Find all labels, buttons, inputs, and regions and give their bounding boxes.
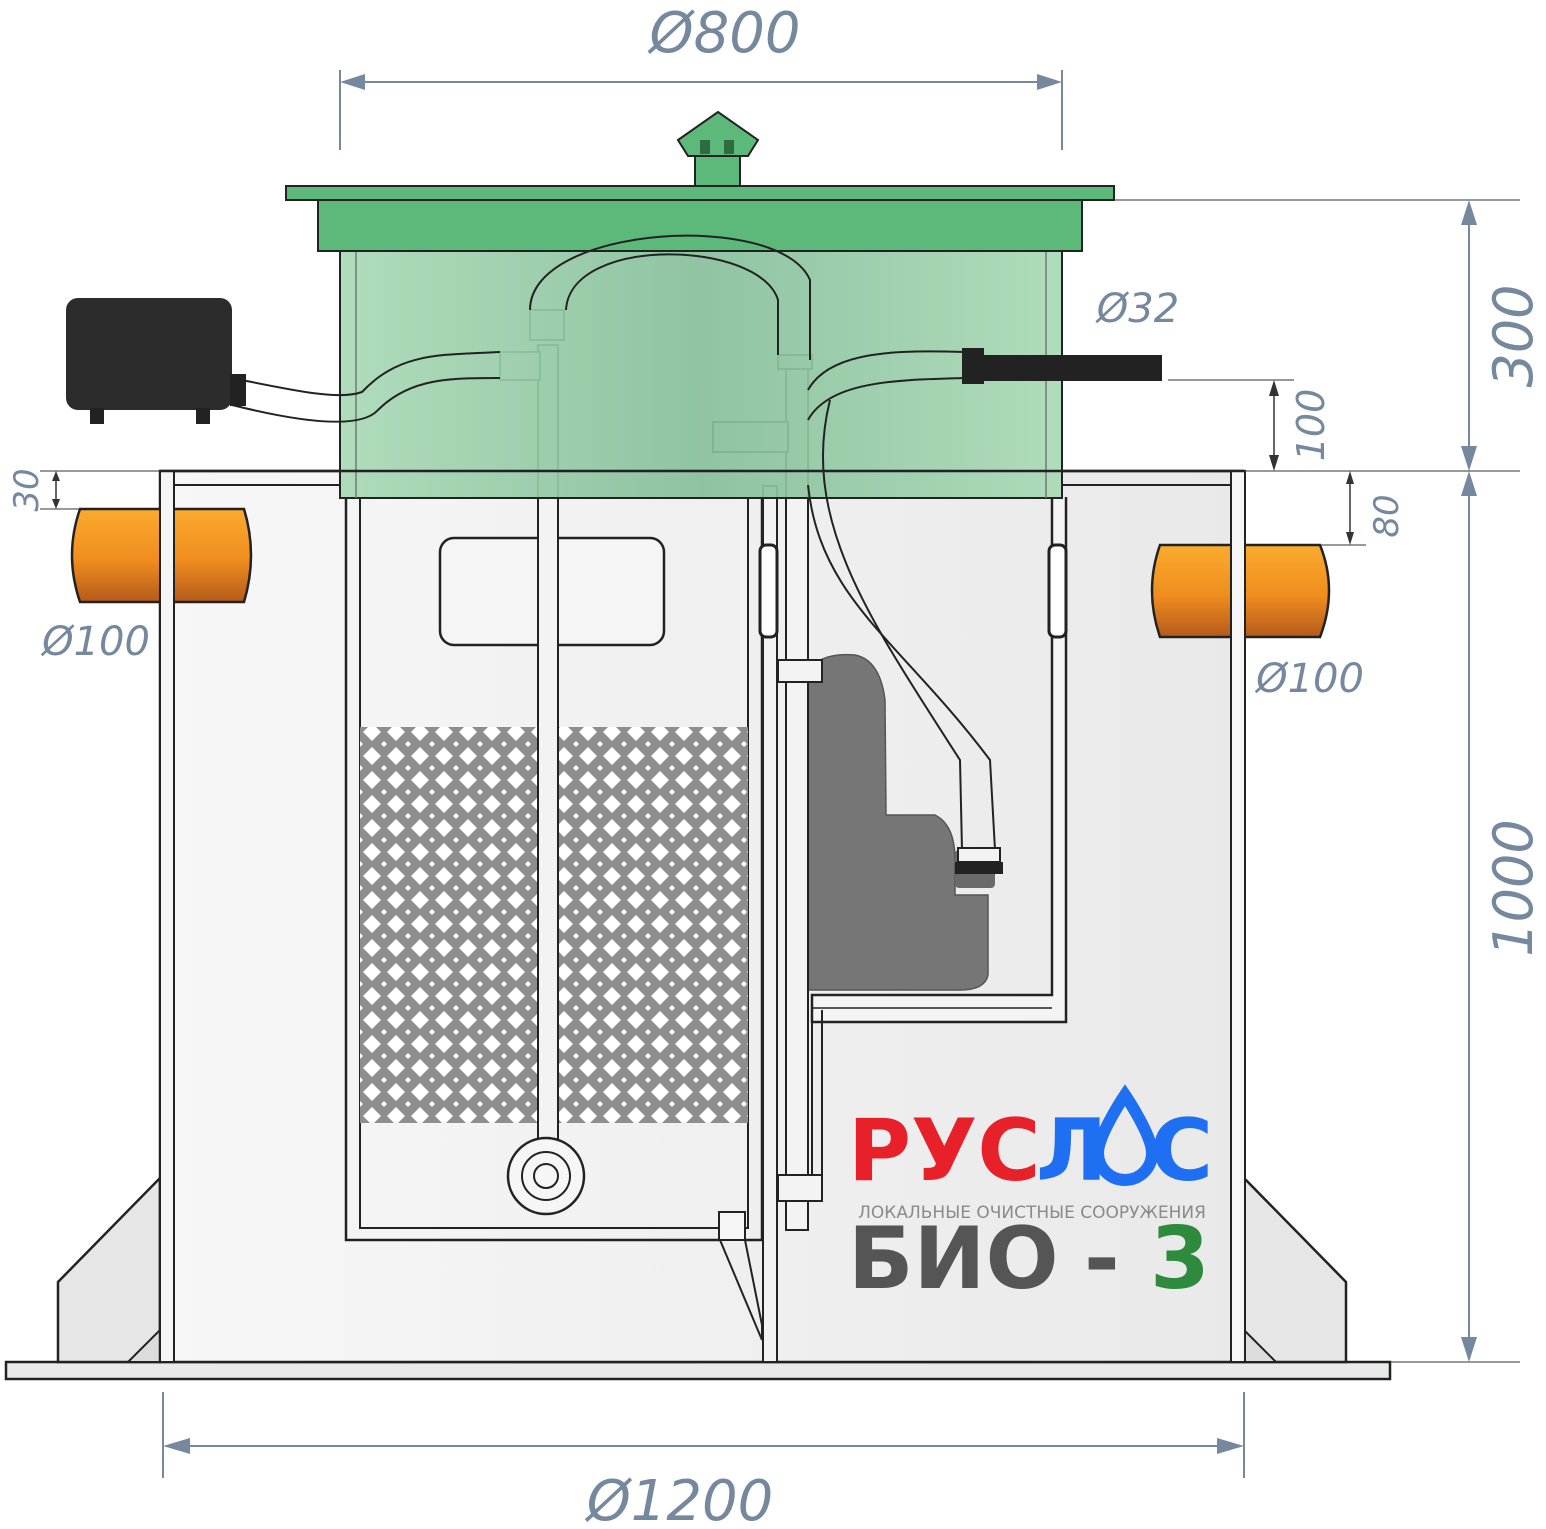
dim-top-diameter: Ø800 bbox=[648, 1, 801, 66]
dim-outlet-pipe-diameter: Ø100 bbox=[1254, 656, 1364, 702]
model-name-part1: БИО bbox=[848, 1209, 1059, 1309]
discharge-hose bbox=[807, 350, 966, 391]
right-stiffener bbox=[1242, 1174, 1348, 1364]
brand-name-part3: С bbox=[1150, 1101, 1213, 1201]
lid bbox=[317, 199, 1083, 252]
dim-discharge-hose-diameter: Ø32 bbox=[1095, 286, 1179, 332]
partition-handle-right bbox=[1047, 543, 1068, 639]
left-stiffener bbox=[56, 1174, 162, 1364]
dim-inlet-pipe-diameter: Ø100 bbox=[40, 619, 150, 665]
water-drop-icon bbox=[1091, 1084, 1159, 1186]
airlift-loop-hose bbox=[529, 234, 811, 360]
discharge-nozzle bbox=[962, 348, 984, 384]
dim-bottom-diameter: Ø1200 bbox=[585, 1469, 774, 1529]
dim-outlet-pipe-offset: 80 bbox=[1367, 494, 1407, 537]
partition-handle-left bbox=[758, 543, 779, 639]
compressor-icon bbox=[66, 298, 246, 424]
air-hose bbox=[231, 351, 501, 397]
model-name-part2: - bbox=[1084, 1209, 1120, 1309]
dim-neck-height: 300 bbox=[1482, 284, 1545, 387]
dim-inlet-offset: 30 bbox=[7, 468, 47, 511]
pump-hose bbox=[822, 399, 963, 851]
aerator-disc bbox=[506, 1136, 586, 1216]
base-plate bbox=[4, 1360, 1392, 1381]
model-name-part3: 3 bbox=[1150, 1209, 1210, 1309]
brand-logo: РУС Л С ЛОКАЛЬНЫЕ ОЧИСТНЫЕ СООРУЖЕНИЯ БИ… bbox=[848, 1084, 1213, 1309]
brand-name-part1: РУС bbox=[848, 1101, 1040, 1201]
lid-rim bbox=[285, 185, 1115, 201]
dim-outlet-offset: 100 bbox=[1289, 389, 1333, 462]
vent-cap-icon bbox=[676, 110, 760, 187]
dim-body-height: 1000 bbox=[1482, 819, 1545, 956]
brand-tagline: ЛОКАЛЬНЫЕ ОЧИСТНЫЕ СООРУЖЕНИЯ bbox=[858, 1203, 1206, 1223]
neck bbox=[339, 249, 1063, 499]
dimension-lines bbox=[40, 70, 1520, 1478]
